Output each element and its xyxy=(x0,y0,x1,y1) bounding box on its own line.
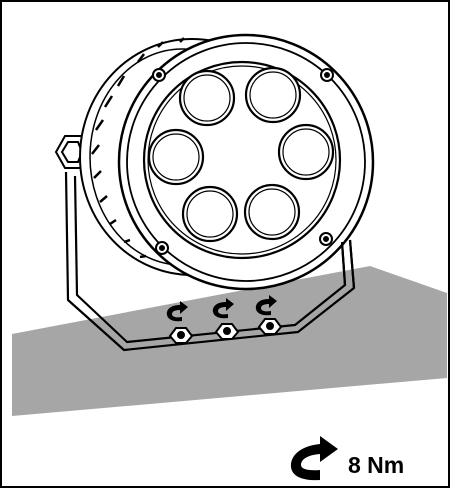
led-lens xyxy=(244,66,302,124)
mounting-screw-1 xyxy=(168,327,194,344)
mounting-surface xyxy=(12,266,447,416)
torque-spec: 8 Nm xyxy=(286,434,442,486)
led-lens xyxy=(147,128,205,186)
rotate-arrow-icon xyxy=(166,301,188,322)
bezel-screws xyxy=(152,68,334,255)
bracket-arm-right xyxy=(340,239,356,289)
rotate-arrow-icon xyxy=(290,436,338,481)
led-lens xyxy=(181,185,239,243)
led-array xyxy=(147,66,335,243)
mounting-screw-2 xyxy=(214,323,240,340)
mounting-screws xyxy=(168,318,283,344)
torque-value: 8 Nm xyxy=(348,452,405,478)
led-lens xyxy=(277,123,335,181)
rotate-arrow-icon xyxy=(212,298,234,319)
screw-rotate-arrows xyxy=(166,295,277,322)
mounting-screw-3 xyxy=(257,318,283,335)
led-lens xyxy=(243,183,301,241)
rotate-arrow-icon xyxy=(255,295,277,316)
led-lens xyxy=(178,69,236,127)
